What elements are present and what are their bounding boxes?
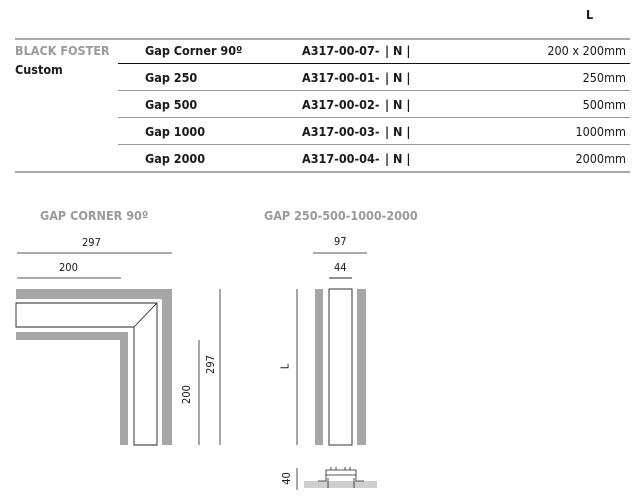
row-code: A317-00-02- (302, 97, 380, 112)
row-divider (118, 117, 630, 118)
straight-dim-length: L (278, 363, 292, 370)
corner-dim-total-width: 297 (82, 236, 101, 249)
row-name: Gap 500 (145, 97, 198, 112)
row-size: 500mm (582, 97, 626, 112)
section-drawing (296, 467, 377, 490)
row-name: Gap Corner 90º (145, 43, 243, 58)
row-code: A317-00-01- (302, 70, 380, 85)
row-option: | N | (385, 43, 411, 58)
corner-dim-arm-height: 200 (179, 385, 193, 404)
row-code: A317-00-04- (302, 151, 380, 166)
row-size: 2000mm (575, 151, 626, 166)
row-size: 200 x 200mm (547, 43, 626, 58)
row-size: 1000mm (575, 124, 626, 139)
corner-drawing (15, 252, 221, 446)
row-name: Gap 250 (145, 70, 198, 85)
row-divider (118, 63, 630, 64)
row-divider (118, 90, 630, 91)
row-name: Gap 2000 (145, 151, 206, 166)
family-name: BLACK FOSTER (15, 43, 110, 58)
row-size: 250mm (582, 70, 626, 85)
table-bottom-rule (15, 171, 630, 173)
row-option: | N | (385, 70, 411, 85)
row-divider (118, 144, 630, 145)
corner-dim-arm-width: 200 (59, 261, 78, 274)
family-variant: Custom (15, 62, 63, 77)
row-option: | N | (385, 124, 411, 139)
row-name: Gap 1000 (145, 124, 206, 139)
row-code: A317-00-07- (302, 43, 380, 58)
row-code: A317-00-03- (302, 124, 380, 139)
table-top-rule (15, 38, 630, 40)
straight-dim-outer-width: 97 (334, 235, 347, 248)
row-option: | N | (385, 151, 411, 166)
section-dim-height: 40 (279, 472, 293, 485)
row-option: | N | (385, 97, 411, 112)
straight-drawing (296, 252, 367, 446)
corner-title: GAP CORNER 90º (40, 208, 149, 223)
straight-dim-inner-width: 44 (334, 261, 347, 274)
length-column-header: L (586, 7, 594, 22)
straight-title: GAP 250-500-1000-2000 (264, 208, 418, 223)
corner-dim-total-height: 297 (203, 355, 217, 374)
